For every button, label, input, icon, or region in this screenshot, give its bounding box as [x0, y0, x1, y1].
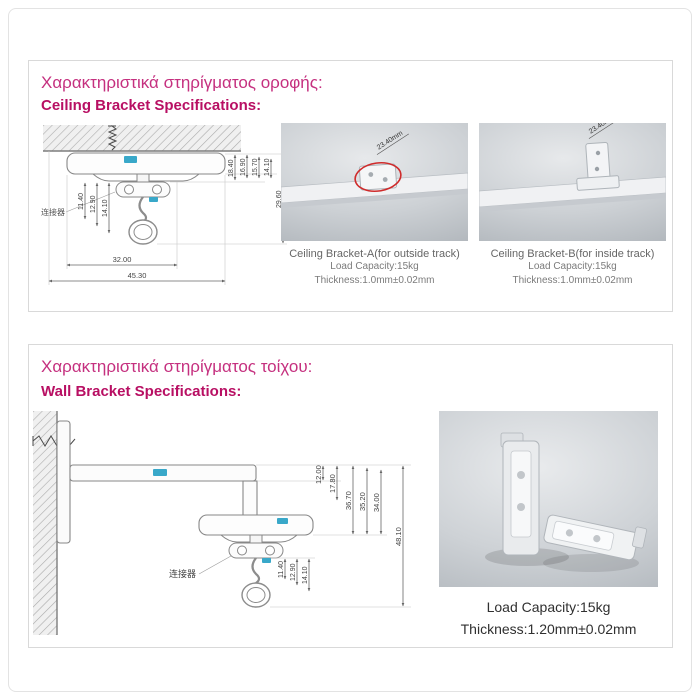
upright-bracket — [500, 432, 540, 556]
dim-label: 11.40 — [78, 193, 85, 210]
carrier-clip-teal — [149, 197, 158, 202]
bracket-plate-b — [576, 141, 620, 191]
wall-bracket-thickness: Thickness:1.20mm±0.02mm — [460, 620, 637, 637]
dim-label: 34.00 — [372, 493, 381, 512]
ceiling-bracket-a-thickness: Thickness:1.0mm±0.02mm — [314, 275, 435, 286]
wall-bracket-load: Load Capacity:15kg — [486, 599, 611, 615]
ceiling-bracket-a-load: Load Capacity:15kg — [330, 261, 419, 272]
dimension-lines-carrier: 11.40 12.90 14.10 — [78, 182, 111, 234]
connector-label: 连接器 — [169, 568, 196, 579]
dim-label: 12.90 — [290, 563, 297, 581]
carrier-assembly — [228, 534, 284, 608]
dim-label: 12.00 — [314, 465, 323, 484]
dim-label: 11.40 — [278, 561, 285, 578]
dim-label: 17.80 — [328, 474, 337, 493]
dimension-lines-right: 12.00 17.80 36.70 35.20 34.00 48.10 — [256, 464, 411, 608]
bracket-plate-a — [358, 163, 398, 191]
mounting-screw-icon — [107, 125, 118, 151]
connector-label-group: 连接器 — [169, 555, 232, 579]
wall-title-greek: Χαρακτηριστικά στηρίγματος τοίχου: — [41, 357, 313, 376]
wall-bracket-panel: Χαρακτηριστικά στηρίγματος τοίχου: Wall … — [28, 344, 673, 648]
arm-clip-teal — [153, 469, 167, 476]
wall-bracket-render — [485, 432, 647, 572]
connector-label-group: 连接器 — [41, 191, 116, 217]
ceiling-bracket-b-render: 23.40mm — [479, 123, 666, 212]
track-front-edge — [281, 189, 468, 208]
dim-label: 14.10 — [264, 158, 271, 176]
dim-label: 16.90 — [240, 158, 247, 176]
dim-label: 15.70 — [252, 158, 259, 176]
ceiling-bracket-b-thickness: Thickness:1.0mm±0.02mm — [512, 275, 633, 286]
wall-bracket-arm — [56, 420, 258, 544]
ceiling-bracket-a-block: 23.40mm Ceiling Bracket-A(for outside tr… — [281, 123, 468, 288]
ceiling-slab-hatch — [43, 125, 241, 152]
ceiling-bracket-b-photo: 23.40mm — [479, 123, 666, 241]
photo-dimension-annotation: 23.40mm — [588, 123, 621, 139]
dimension-lines-carrier: 11.40 12.90 14.10 — [271, 557, 315, 592]
ceiling-bracket-a-render: 23.40mm — [281, 130, 468, 208]
lying-bracket — [543, 514, 647, 561]
ceiling-bracket-b-load: Load Capacity:15kg — [528, 261, 617, 272]
dim-label: 18.40 — [228, 159, 235, 177]
red-highlight-circle — [354, 161, 402, 193]
glider-clip-teal — [124, 156, 137, 163]
track-cross-section — [66, 152, 226, 182]
carrier-clip-teal — [262, 558, 271, 563]
wall-bracket-technical-drawing: 连接器 12.00 — [31, 405, 433, 641]
ceiling-bracket-a-caption: Ceiling Bracket-A(for outside track) — [289, 248, 460, 260]
dim-label: 32.00 — [113, 255, 132, 264]
dim-label: 45.30 — [128, 271, 147, 280]
dimension-lines-right: 18.40 16.90 15.70 14.10 29.60 — [157, 153, 287, 245]
connector-label: 连接器 — [41, 207, 65, 217]
dim-label: 36.70 — [344, 491, 353, 510]
ceiling-title-greek: Χαρακτηριστικά στηρίγματος οροφής: — [41, 73, 323, 92]
wall-bracket-photo-block: Load Capacity:15kg Thickness:1.20mm±0.02… — [439, 411, 658, 640]
wall-bracket-photo — [439, 411, 658, 587]
dim-label: 12.90 — [90, 195, 97, 213]
wall-drawing-svg: 连接器 12.00 — [32, 411, 411, 635]
ceiling-bracket-b-block: 23.40mm Ceiling Bracket-B(for inside tra… — [479, 123, 666, 288]
ceiling-bracket-b-caption: Ceiling Bracket-B(for inside track) — [490, 248, 655, 260]
track-cross-section — [198, 514, 314, 543]
annotation-label: 23.40mm — [376, 130, 404, 152]
track-front-edge — [479, 193, 666, 212]
photo-dimension-annotation: 23.40mm — [376, 130, 409, 155]
dim-label: 14.10 — [102, 199, 109, 217]
ceiling-bracket-panel: Χαρακτηριστικά στηρίγματος οροφής: Ceili… — [28, 60, 673, 312]
dimension-lines-bottom: 32.00 45.30 — [48, 151, 226, 285]
shadow — [543, 554, 639, 572]
wall-title-english: Wall Bracket Specifications: — [41, 383, 242, 400]
dim-label: 14.10 — [302, 566, 309, 584]
ceiling-bracket-technical-drawing: 连接器 18.40 16 — [37, 123, 293, 305]
dim-label: 35.20 — [358, 492, 367, 511]
dim-label: 29.60 — [276, 190, 283, 208]
dim-label: 48.10 — [394, 527, 403, 546]
track-clip-teal — [277, 518, 288, 524]
wall-hatch — [33, 411, 58, 635]
ceiling-bracket-a-photo: 23.40mm — [281, 123, 468, 241]
annotation-label: 23.40mm — [588, 123, 616, 136]
ceiling-drawing-svg: 连接器 18.40 16 — [41, 125, 287, 285]
carrier-assembly — [115, 173, 171, 245]
ceiling-title-english: Ceiling Bracket Specifications: — [41, 97, 262, 114]
